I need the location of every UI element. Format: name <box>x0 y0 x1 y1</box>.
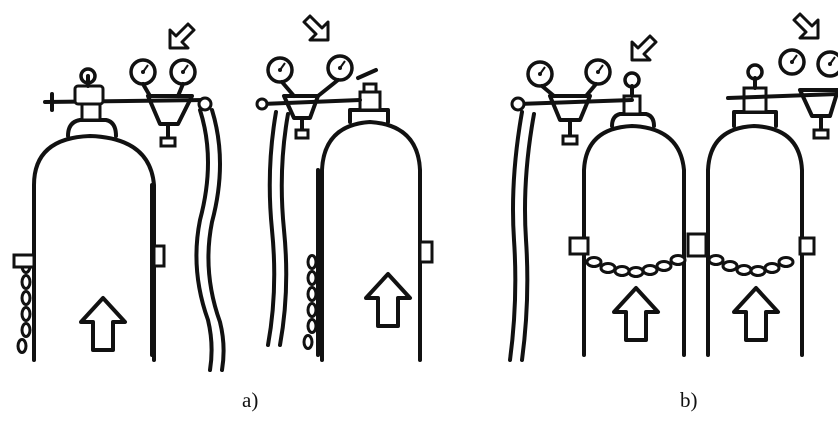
pressure-gauge-icon <box>131 60 155 84</box>
pointer-arrow-icon <box>304 16 328 40</box>
up-arrow-icon <box>614 288 658 340</box>
pressure-gauge-icon <box>818 52 838 76</box>
chain-icon <box>304 256 316 349</box>
pointer-arrow-icon <box>794 14 818 38</box>
pressure-gauge-icon <box>171 60 195 84</box>
pressure-gauge-icon <box>780 50 804 74</box>
pointer-arrow-icon <box>170 24 194 48</box>
up-arrow-icon <box>81 298 125 350</box>
panel-a <box>14 16 432 370</box>
caption-a: a) <box>242 388 258 413</box>
pressure-gauge-icon <box>528 62 552 86</box>
gas-cylinder-right <box>322 122 420 360</box>
hose-b <box>510 112 522 360</box>
pressure-gauge-icon <box>268 58 292 82</box>
chain-icon <box>587 256 793 277</box>
pointer-arrow-icon <box>632 36 656 60</box>
panel-b <box>510 14 838 360</box>
pressure-gauge-icon <box>328 56 352 80</box>
up-arrow-icon <box>366 274 410 326</box>
chain-icon <box>18 260 30 353</box>
up-arrow-icon <box>734 288 778 340</box>
hose-right <box>268 112 276 345</box>
caption-b: b) <box>680 388 698 413</box>
pressure-gauge-icon <box>586 60 610 84</box>
